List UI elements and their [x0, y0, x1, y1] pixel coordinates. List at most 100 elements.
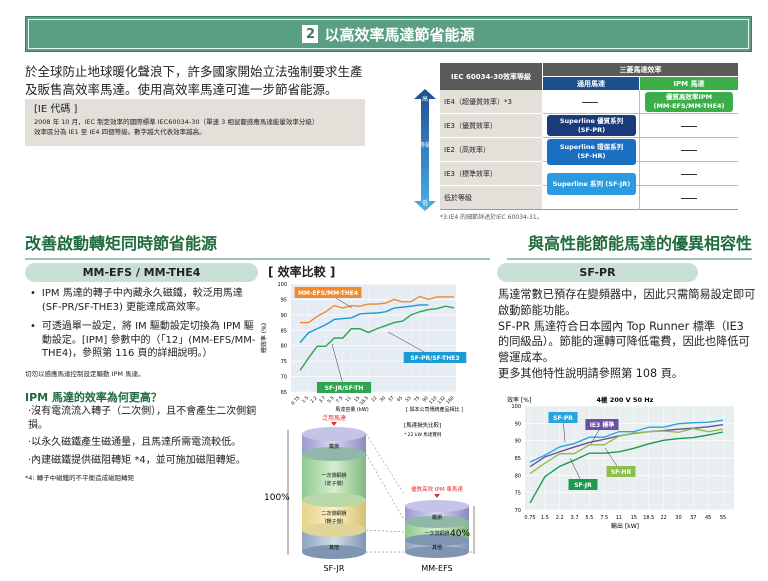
section-number: 2 [302, 25, 319, 43]
y-tick-label: 100 [277, 282, 287, 288]
x-tick-label: 2.2 [309, 395, 318, 404]
legend-label: SF-PR [553, 415, 573, 422]
x-tick-label: 55 [404, 395, 412, 403]
x-tick-label: 22 [660, 515, 666, 521]
bullet-item: IPM 馬達的轉子中內藏永久磁鐵，較泛用馬達 (SF-PR/SF-THE3) 更… [41, 288, 243, 313]
point-item: ‧以永久磁鐵產生磁通量，且馬達所需電流較低。 [28, 437, 242, 448]
legend-label: MM-EFS/MM-THE4 [298, 290, 358, 297]
legend-label: SF-JR [574, 482, 592, 489]
y-tick-label: 90 [281, 313, 287, 319]
other-loss-label: 其他 [432, 544, 442, 551]
loss-comparison-diagram: 泛用馬達 [馬達損失比較] * 22 kW 馬達實例 鐵損 一次側銅損 （定子側… [264, 414, 475, 573]
pct-full: 100% [264, 493, 290, 503]
legend-label-bg [403, 352, 467, 363]
x-tick-label: 37 [690, 515, 696, 521]
table-row-label: 低於等級 [440, 186, 542, 210]
ipm-motor-label: 優質高效 IPM 車馬達 [411, 485, 463, 493]
x-tick-label: 110 [428, 395, 438, 405]
plot-area [291, 284, 456, 392]
left-pill: MM-EFS / MM-THE4 [25, 263, 258, 282]
left-heading: 改善啟動轉矩同時節省能源 [25, 230, 490, 260]
x-tick-label: 1.5 [301, 395, 310, 404]
pct-ipm: 40% [450, 529, 470, 539]
y-tick-label: 80 [515, 473, 521, 479]
bullet-item: 可透過單一設定，將 IM 驅動設定切換為 IPM 驅動設定。[IPM] 參數中的… [41, 321, 256, 359]
left-subheading: IPM 馬達的效率為何更高？ [25, 391, 162, 404]
left-points: ‧沒有電流流入轉子（二次側），且不會產生二次側銅損。 ‧以永久磁鐵產生磁通量，且… [28, 405, 260, 467]
legend-label-bg [568, 479, 598, 490]
x-tick-label: 45 [705, 515, 711, 521]
legend-label-bg [294, 287, 362, 298]
right-text: 馬達常數已預存在變頻器中，因此只需簡易設定即可啟動節能功能。 SF-PR 馬達符… [498, 287, 758, 382]
legend-label-bg [606, 466, 636, 477]
table-row-label: IE3（標準效率） [440, 162, 542, 186]
y-tick-label: 90 [515, 421, 521, 427]
primary-loss-label: 一次側銅損 [321, 472, 346, 479]
table-row-label: IE2（高效率） [440, 138, 542, 162]
ie-code-box: [IE 代碼 ] 2008 年 10 月，IEC 制定效率的國際標準 IEC60… [25, 99, 365, 146]
x-tick-label: 30 [379, 395, 387, 403]
arrow-mid-label: 等級 [419, 141, 431, 149]
left-bullets: •IPM 馬達的轉子中內藏永久磁鐵，較泛用馬達 (SF-PR/SF-THE3) … [30, 287, 258, 361]
table-col-header: IEC 60034-30效率等級 [440, 63, 542, 90]
x-tick-label: 55 [720, 515, 726, 521]
ie-code-line: 效率區分為 IE1 至 IE4 四個等級。數字越大代表效率越高。 [34, 128, 206, 136]
table-group-header: 三菱馬達效率 [543, 63, 738, 76]
y-tick-label: 75 [515, 491, 521, 497]
y-tick-label: 85 [281, 328, 287, 334]
y-tick-label: 70 [515, 508, 521, 514]
sf-jr-box: Superline 系列 (SF-JR) [547, 173, 636, 195]
ipm-motor-box: 優質高效率IPM(MM-EFS/MM-THE4) [645, 92, 733, 112]
x-tick-label: 7.5 [600, 515, 608, 521]
ie-code-title: [IE 代碼 ] [34, 104, 78, 115]
x-tick-label: 30 [675, 515, 681, 521]
arrow-high-label: 高 [422, 95, 428, 103]
y-tick-label: 80 [281, 344, 287, 350]
x-tick-label: 18.5 [643, 515, 654, 521]
sf-hr-box: Superline 環保系列(SF-HR) [547, 139, 636, 165]
point-item: ‧沒有電流流入轉子（二次側），且不會產生二次側銅損。 [28, 406, 257, 431]
secondary-loss-sub: （轉子側） [321, 518, 346, 525]
iron-loss-label: 鐵損 [432, 514, 442, 521]
x-tick-label: 75 [413, 395, 421, 403]
x-tick-label: 15 [631, 515, 637, 521]
series-line-mm-efs-mm-the4 [300, 295, 454, 324]
y-tick-label: 100 [511, 404, 521, 410]
series-line-sf-hr [529, 427, 724, 475]
other-loss-label: 其他 [329, 544, 339, 551]
loss-title: [馬達損失比較] [404, 421, 441, 429]
iron-loss-label: 鐵損 [329, 443, 339, 450]
x-tick-label: 132 [437, 395, 447, 405]
general-motor-label: 泛用馬達 [322, 414, 346, 422]
x-tick-label: 0.75 [524, 515, 535, 521]
x-tick-label: 5.5 [585, 515, 593, 521]
section-title: 以高效率馬達節省能源 [324, 25, 475, 44]
y-tick-label: 90 [515, 439, 521, 445]
table-col-ipm: IPM 馬達 [640, 77, 738, 90]
y-tick-label: 75 [281, 359, 287, 365]
y-axis-label: 總效率 (%) [260, 323, 268, 353]
dash [681, 150, 697, 151]
right-paragraph: SF-PR 馬達符合日本國內 Top Runner 標準（IE3 的同級品）。節… [498, 319, 750, 365]
x-tick-label: 5.5 [326, 395, 335, 404]
x-tick-label: 11 [616, 515, 622, 521]
legend-label-bg [585, 419, 619, 430]
y-tick-label: 95 [281, 297, 287, 303]
x-axis-label: 輸出 [kW] [611, 522, 639, 530]
x-tick-label: 22 [370, 395, 378, 403]
chart-note: [ 與本公司傳統產品相比 ] [406, 406, 463, 413]
marker-icon [434, 494, 440, 498]
legend-label: SF-JR/SF-TH [325, 385, 364, 392]
x-tick-label: 0.75 [290, 395, 301, 406]
x-axis-label: 馬達容量 (kW) [335, 406, 368, 413]
dash [681, 126, 697, 127]
legend-label-bg [316, 382, 372, 393]
series-line-sf-pr-sf-the3 [299, 304, 429, 344]
section-header: 2 以高效率馬達節省能源 [25, 16, 752, 52]
dash [582, 102, 598, 103]
chart1-title: [ 效率比較 ] [268, 265, 336, 279]
primary-loss-sub: （定子側） [321, 480, 346, 487]
x-tick-label: 1.5 [541, 515, 549, 521]
